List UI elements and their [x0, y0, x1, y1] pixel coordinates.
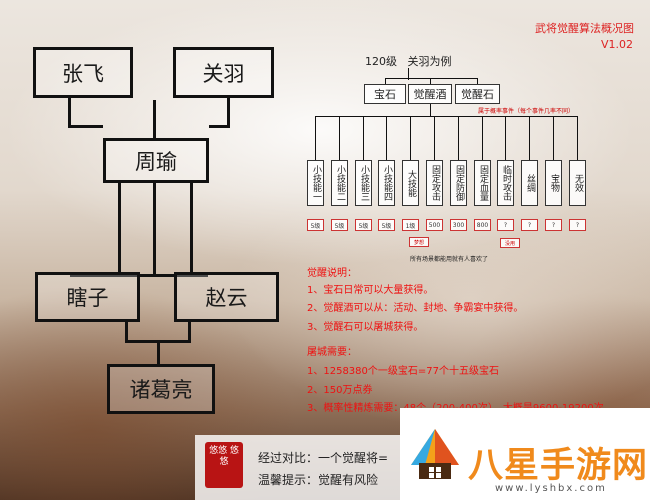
- node-zhouyu: 周瑜: [103, 138, 209, 183]
- tucheng-line-2: 2、150万点券: [307, 385, 373, 396]
- tree-connector: [70, 274, 156, 277]
- version-label: V1.02: [601, 38, 634, 51]
- item-label: 觉醒酒: [413, 88, 447, 101]
- category-box: 固定攻击: [426, 160, 443, 206]
- category-value: 800: [474, 219, 491, 231]
- category-value: ?: [569, 219, 586, 231]
- category-box: 小技能四: [378, 160, 395, 206]
- category-value: ?: [497, 219, 514, 231]
- tag-dream: 梦想: [409, 237, 429, 247]
- category-box: 无效: [569, 160, 586, 206]
- tree-connector: [190, 181, 193, 272]
- explain-title: 觉醒说明：: [307, 268, 357, 279]
- category-box: 小技能一: [307, 160, 324, 206]
- breakdown-connector: [430, 78, 431, 84]
- node-guanyu: 关羽: [173, 47, 274, 98]
- tag-useless: 没用: [500, 238, 520, 248]
- category-box: 大技能: [402, 160, 419, 206]
- node-zhangfei: 张飞: [33, 47, 133, 98]
- node-label: 周瑜: [135, 149, 177, 174]
- node-label: 诸葛亮: [129, 378, 193, 402]
- explain-line-3: 3、觉醒石可以屠城获得。: [307, 322, 424, 333]
- breakdown-connector: [385, 78, 386, 84]
- category-value: 5级: [378, 219, 395, 231]
- seal-logo: 悠悠 悠悠: [205, 442, 243, 488]
- item-stone: 觉醒石: [455, 84, 500, 104]
- category-tick: [315, 116, 316, 160]
- breakdown-caption: 120级 关羽为例: [365, 55, 452, 68]
- tag-note: 所有场景都能用就有人喜欢了: [410, 256, 489, 263]
- tree-connector: [227, 96, 230, 127]
- node-label: 关羽: [202, 61, 245, 86]
- node-zhugeliang: 诸葛亮: [107, 364, 215, 414]
- tucheng-title: 屠城需要：: [307, 347, 357, 358]
- breakdown-connector: [477, 78, 478, 84]
- watermark-url: www.lyshbx.com: [495, 483, 607, 494]
- category-tick: [577, 116, 578, 160]
- house-logo-icon: [411, 429, 459, 479]
- tree-connector: [157, 340, 160, 364]
- category-box: 丝绸: [521, 160, 538, 206]
- tree-connector: [188, 320, 191, 342]
- category-tick: [529, 116, 530, 160]
- tree-connector: [68, 96, 71, 127]
- footer-line-1: 经过对比：一个觉醒将=: [258, 451, 389, 465]
- category-box: 小技能三: [355, 160, 372, 206]
- category-box: 固定血量: [474, 160, 491, 206]
- category-tick: [458, 116, 459, 160]
- category-value: 5级: [307, 219, 324, 231]
- category-tick: [363, 116, 364, 160]
- category-tick: [386, 116, 387, 160]
- category-tick: [482, 116, 483, 160]
- node-label: 赵云: [205, 286, 248, 310]
- category-tick: [553, 116, 554, 160]
- category-box: 小技能二: [331, 160, 348, 206]
- breakdown-connector: [315, 116, 577, 117]
- node-zhaoyun: 赵云: [174, 272, 279, 322]
- category-value: 500: [426, 219, 443, 231]
- category-value: 5级: [331, 219, 348, 231]
- category-value: 5级: [355, 219, 372, 231]
- category-value: ?: [521, 219, 538, 231]
- node-label: 瞎子: [66, 286, 109, 310]
- tree-connector: [125, 320, 128, 342]
- tucheng-line-1: 1、1258380个一级宝石=77个十五级宝石: [307, 366, 500, 377]
- tree-connector: [153, 100, 156, 138]
- category-box: 临时攻击: [497, 160, 514, 206]
- breakdown-connector: [385, 78, 478, 79]
- category-tick: [410, 116, 411, 160]
- tag-useless-label: 没用: [504, 240, 515, 247]
- category-tick: [339, 116, 340, 160]
- item-gem: 宝石: [364, 84, 406, 104]
- item-label: 觉醒石: [461, 88, 494, 101]
- node-xiazi: 瞎子: [35, 272, 140, 322]
- item-label: 宝石: [374, 88, 396, 101]
- breakdown-connector: [430, 104, 431, 117]
- tree-connector: [209, 125, 230, 128]
- tree-connector: [118, 181, 121, 272]
- tree-connector: [153, 181, 156, 276]
- tag-dream-label: 梦想: [413, 239, 424, 246]
- category-tick: [505, 116, 506, 160]
- item-wine: 觉醒酒: [408, 84, 452, 104]
- category-box: 宝物: [545, 160, 562, 206]
- tree-connector: [153, 274, 208, 277]
- tree-connector: [68, 125, 103, 128]
- footer-line-2: 温馨提示：觉醒有风险: [258, 473, 379, 487]
- event-note: 属于概率事件（每个事件几率不同）: [478, 108, 575, 115]
- breakdown-connector: [408, 68, 409, 80]
- seal-text: 悠悠 悠悠: [209, 446, 239, 467]
- explain-line-1: 1、宝石日常可以大量获得。: [307, 285, 434, 296]
- category-value: ?: [545, 219, 562, 231]
- category-value: 1级: [402, 219, 419, 231]
- chart-title: 武将觉醒算法概况图: [535, 22, 634, 35]
- category-value: 300: [450, 219, 467, 231]
- category-box: 固定防御: [450, 160, 467, 206]
- explain-line-2: 2、觉醒酒可以从：活动、封地、争霸宴中获得。: [307, 303, 524, 314]
- watermark-brand: 八星手游网: [468, 446, 649, 486]
- node-label: 张飞: [62, 61, 104, 86]
- category-tick: [434, 116, 435, 160]
